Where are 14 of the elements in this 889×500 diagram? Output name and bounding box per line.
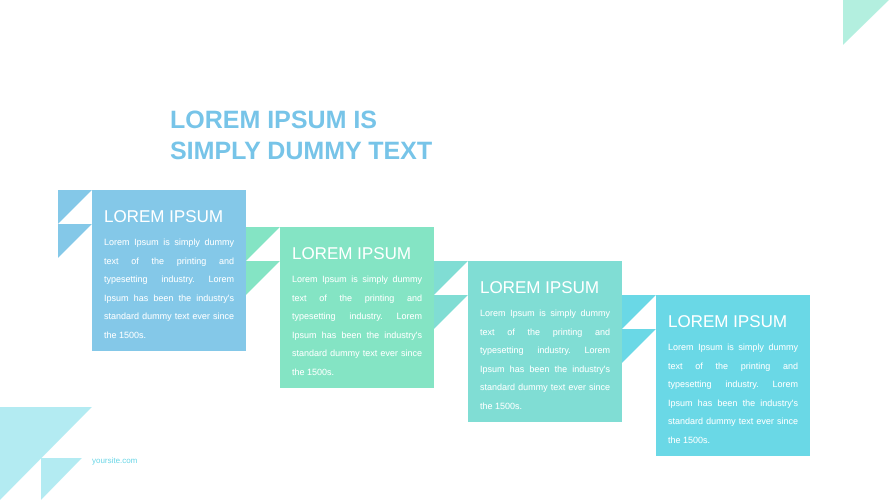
card-heading: LOREM IPSUM	[292, 243, 412, 265]
card-description: Lorem Ipsum is simply dummy text of the printing and typesetting industry. Lorem Ipsum has been the industry's standard dummy text ever since the 1500s.	[292, 273, 422, 379]
footer-url: yoursite.com	[92, 455, 138, 466]
card-heading: LOREM IPSUM	[104, 206, 224, 228]
card-description: Lorem Ipsum is simply dummy text of the printing and typesetting industry. Lorem Ipsum has been the industry's standard dummy text ever since the 1500s.	[104, 236, 234, 342]
step-card	[468, 261, 622, 422]
card-description: Lorem Ipsum is simply dummy text of the printing and typesetting industry. Lorem Ipsum has been the industry's standard dummy text ever since the 1500s.	[480, 307, 610, 413]
slide-title: LOREM IPSUM IS SIMPLY DUMMY TEXT	[170, 105, 434, 167]
card-heading: LOREM IPSUM	[480, 277, 600, 299]
card-heading: LOREM IPSUM	[668, 311, 788, 333]
step-card	[656, 295, 810, 456]
step-card	[280, 227, 434, 388]
card-description: Lorem Ipsum is simply dummy text of the printing and typesetting industry. Lorem Ipsum has been the industry's standard dummy text ever since the 1500s.	[668, 341, 798, 447]
step-card	[92, 190, 246, 351]
